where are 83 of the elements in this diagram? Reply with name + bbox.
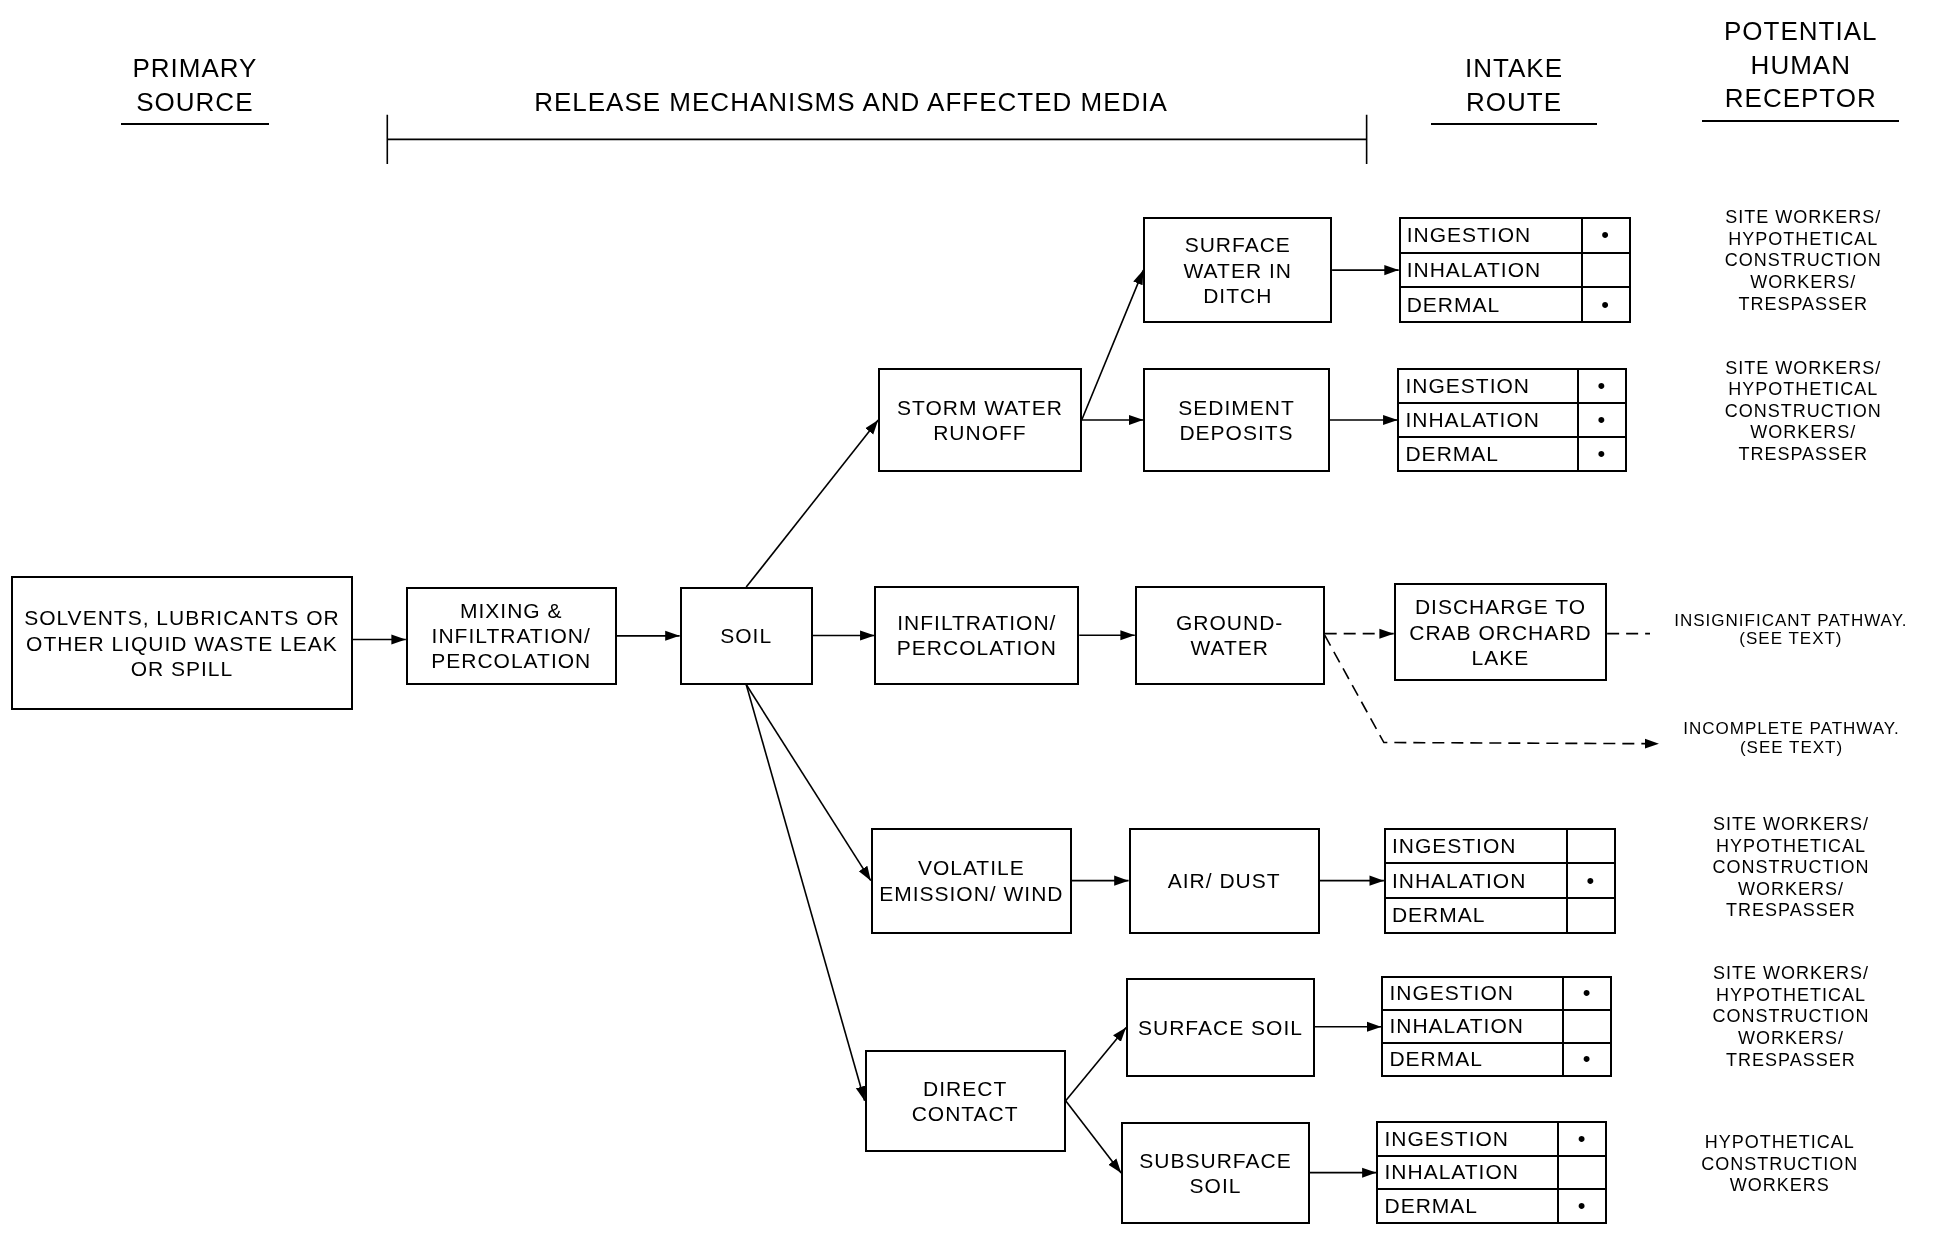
process-box: SEDIMENT DEPOSITS [1143, 367, 1330, 473]
receptor-label: SITE WORKERS/ HYPOTHETICAL CONSTRUCTION WORKERS/ TRESPASSER [1723, 357, 1883, 467]
intake-route-label: INGESTION [1390, 832, 1518, 859]
arrow [1071, 875, 1130, 886]
intake-route-label: DERMAL [1383, 1192, 1479, 1219]
intake-route-row [1378, 1188, 1606, 1222]
intake-route-row [1400, 286, 1629, 322]
dashed-arrow [1323, 634, 1660, 749]
arrow [1309, 1167, 1378, 1178]
arrow [1318, 875, 1385, 886]
marker-dot: • [1601, 222, 1610, 249]
arrow [745, 683, 872, 882]
intake-route-table [1376, 1121, 1608, 1224]
intake-route-label: DERMAL [1390, 902, 1487, 929]
arrow [1314, 1021, 1383, 1032]
arrow [812, 630, 876, 641]
intake-route-label: INGESTION [1388, 980, 1515, 1007]
marker-dot: • [1582, 1046, 1592, 1073]
process-box: SOLVENTS, LUBRICANTS OR OTHER LIQUID WASTE LEAK OR SPILL [11, 576, 353, 711]
intake-route-row [1399, 436, 1625, 471]
process-box: STORM WATER RUNOFF [878, 367, 1082, 473]
intake-route-label: INGESTION [1383, 1125, 1510, 1152]
arrow [1328, 414, 1399, 425]
arrow [351, 634, 407, 645]
intake-route-label: DERMAL [1405, 291, 1502, 318]
receptor-label: HYPOTHETICAL CONSTRUCTION WORKERS [1700, 1132, 1860, 1198]
intake-route-row [1399, 401, 1625, 437]
arrow [1080, 414, 1145, 425]
intake-route-table [1381, 975, 1613, 1077]
arrow [1078, 630, 1136, 641]
marker-dot: • [1597, 441, 1607, 468]
arrow [615, 630, 681, 641]
intake-route-row [1383, 1008, 1611, 1042]
process-box: SOIL [679, 587, 813, 685]
intake-route-label: INHALATION [1383, 1159, 1520, 1186]
marker-dot: • [1601, 291, 1610, 318]
intake-route-table [1398, 217, 1631, 324]
marker-dot: • [1577, 1192, 1587, 1219]
process-box: DISCHARGE TO CRAB ORCHARD LAKE [1393, 583, 1608, 681]
intake-route-label: DERMAL [1404, 441, 1500, 468]
intake-route-row [1400, 251, 1629, 287]
process-box: MIXING & INFILTRATION/ PERCOLATION [405, 587, 617, 685]
intake-route-label: INHALATION [1388, 1013, 1525, 1040]
intake-route-label: INHALATION [1390, 867, 1528, 894]
intake-route-row [1385, 862, 1614, 897]
marker-dot: • [1582, 980, 1592, 1007]
process-box: SUBSURFACE SOIL [1121, 1122, 1310, 1224]
process-box: GROUND- WATER [1134, 585, 1325, 685]
marker-dot: • [1597, 406, 1607, 433]
dashed-line [1606, 632, 1652, 635]
process-box: DIRECT CONTACT [864, 1049, 1066, 1152]
arrow [1080, 269, 1145, 421]
arrow [745, 683, 866, 1102]
intake-route-row [1383, 1041, 1611, 1075]
column-heading: POTENTIAL HUMAN RECEPTOR [1702, 14, 1900, 123]
arrow [1064, 1100, 1122, 1174]
process-box: SURFACE SOIL [1126, 978, 1315, 1077]
intake-route-table [1397, 367, 1627, 473]
process-box: INFILTRATION/ PERCOLATION [874, 585, 1080, 685]
column-heading: RELEASE MECHANISMS AND AFFECTED MEDIA [533, 86, 1169, 120]
receptor-label: SITE WORKERS/ HYPOTHETICAL CONSTRUCTION WORKERS/ TRESPASSER [1723, 207, 1883, 316]
column-heading: PRIMARY SOURCE [120, 51, 269, 126]
marker-dot: • [1597, 372, 1607, 399]
marker-dot: • [1586, 867, 1596, 894]
arrow [745, 419, 879, 588]
intake-route-label: INHALATION [1404, 406, 1541, 433]
receptor-label: SITE WORKERS/ HYPOTHETICAL CONSTRUCTION WORKERS/ TRESPASSER [1711, 814, 1871, 923]
receptor-label: SITE WORKERS/ HYPOTHETICAL CONSTRUCTION WORKERS/ TRESPASSER [1711, 963, 1871, 1072]
intake-route-label: DERMAL [1388, 1046, 1484, 1073]
process-box: AIR/ DUST [1128, 827, 1320, 934]
process-box: VOLATILE EMISSION/ WIND [870, 827, 1072, 934]
arrow [1331, 265, 1400, 276]
intake-route-table [1383, 827, 1616, 934]
process-box: SURFACE WATER IN DITCH [1143, 217, 1333, 324]
arrow [1064, 1026, 1127, 1102]
intake-route-row [1385, 897, 1614, 932]
intake-route-label: INHALATION [1405, 257, 1543, 284]
marker-dot: • [1577, 1125, 1587, 1152]
intake-route-row [1378, 1154, 1606, 1189]
intake-route-label: INGESTION [1405, 222, 1533, 249]
column-heading: INTAKE ROUTE [1430, 51, 1598, 126]
dashed-arrow [1323, 628, 1395, 639]
intake-route-label: INGESTION [1404, 372, 1531, 399]
